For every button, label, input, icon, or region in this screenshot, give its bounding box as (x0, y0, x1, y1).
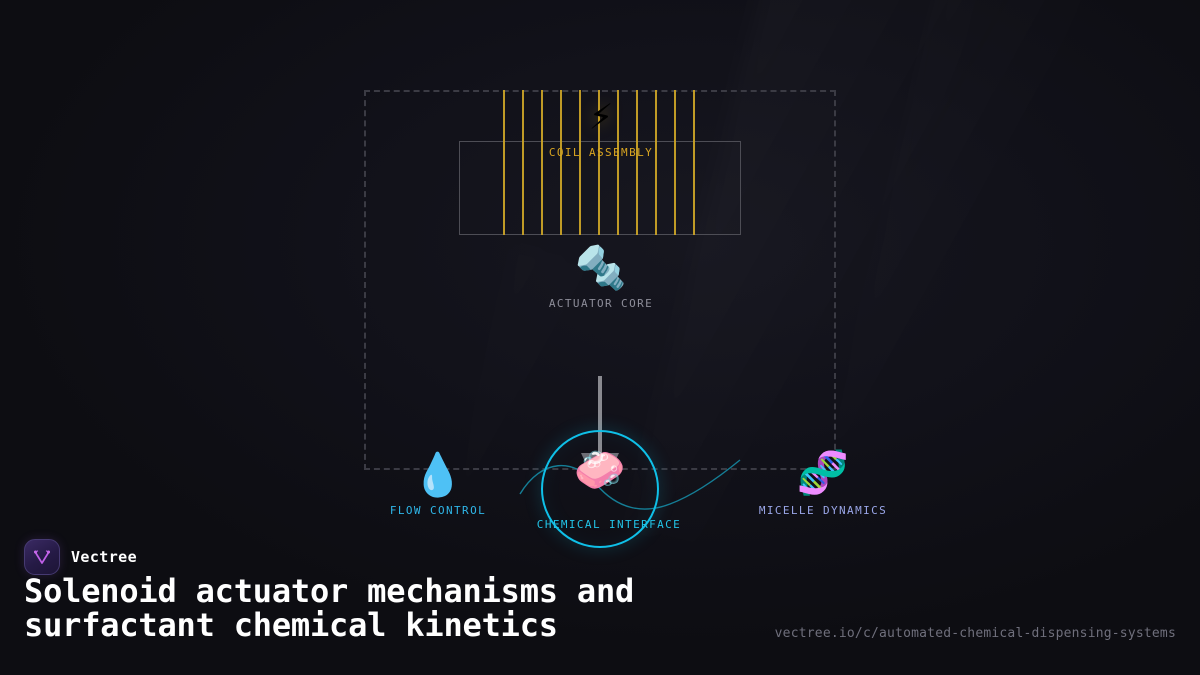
page-title: Solenoid actuator mechanisms and surfact… (24, 572, 635, 644)
chemical-interface-label: CHEMICAL INTERFACE (536, 518, 682, 531)
chemical-interface-ring (541, 430, 659, 548)
coil-winding-line (560, 90, 562, 235)
coil-winding-line (693, 90, 695, 235)
high-voltage-icon: ⚡ (588, 93, 614, 139)
droplet-icon: 💧 (411, 450, 465, 499)
coil-winding-line (655, 90, 657, 235)
coil-assembly-box (459, 141, 741, 235)
coil-winding-line (617, 90, 619, 235)
coil-winding-line (674, 90, 676, 235)
coil-winding-line (598, 90, 600, 235)
brand: Vectree (24, 539, 137, 575)
soap-icon: 🧼 (573, 445, 627, 494)
coil-assembly-group (459, 90, 741, 235)
micelle-dynamics-label: MICELLE DYNAMICS (758, 504, 888, 517)
source-url: vectree.io/c/automated-chemical-dispensi… (774, 626, 1176, 641)
coil-winding-line (503, 90, 505, 235)
nut-and-bolt-icon: 🔩 (574, 243, 628, 292)
background-sheen (804, 0, 1106, 559)
dna-icon: 🧬 (796, 448, 850, 497)
coil-winding-line (636, 90, 638, 235)
coil-assembly-label: COIL ASSEMBLY (548, 146, 654, 159)
actuator-core-label: ACTUATOR CORE (548, 297, 654, 310)
coil-winding-line (541, 90, 543, 235)
caption-bar: Vectree Solenoid actuator mechanisms and… (0, 535, 1200, 675)
actuator-to-chemical-arrow-shaft (598, 376, 602, 456)
coil-winding-line (522, 90, 524, 235)
vectree-logo-icon (24, 539, 60, 575)
coil-winding-lines (454, 90, 746, 235)
flow-control-label: FLOW CONTROL (389, 504, 487, 517)
coil-winding-line (579, 90, 581, 235)
brand-name: Vectree (71, 548, 138, 566)
